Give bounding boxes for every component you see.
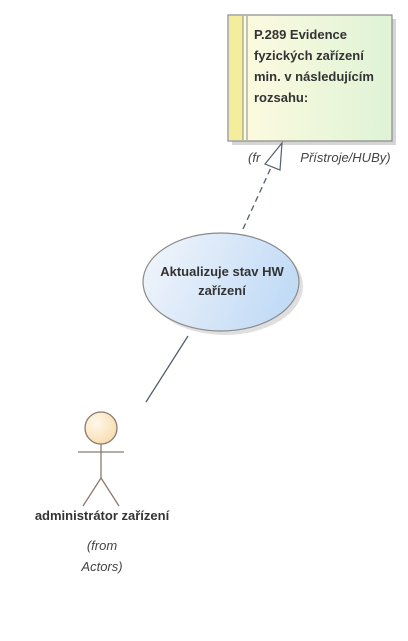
actor-from-line-2: Actors) bbox=[81, 559, 123, 574]
actor-figure[interactable] bbox=[78, 411, 124, 507]
association-connector[interactable] bbox=[145, 335, 189, 403]
requirement-element[interactable] bbox=[227, 14, 396, 145]
actor-from-line-1: (from bbox=[86, 538, 118, 553]
use-case-ellipse[interactable] bbox=[142, 232, 300, 332]
realization-arrowhead bbox=[264, 141, 283, 171]
requirement-from-prefix: (fr bbox=[248, 150, 261, 165]
actor-head bbox=[84, 411, 118, 445]
use-case-element[interactable] bbox=[142, 232, 303, 335]
realization-connector[interactable] bbox=[242, 160, 275, 230]
requirement-from-suffix: Přístroje/HUBy) bbox=[300, 150, 391, 165]
actor-right-leg bbox=[100, 477, 120, 507]
requirement-stripe bbox=[229, 16, 243, 140]
actor-label: administrátor zařízení bbox=[34, 508, 170, 523]
actor-left-leg bbox=[82, 477, 102, 507]
actor-from-label: (from Actors) bbox=[52, 535, 152, 577]
use-case-label: Aktualizuje stav HW zařízení bbox=[160, 264, 284, 298]
requirement-from-label: (fr Přístroje/HUBy) bbox=[248, 150, 391, 165]
requirement-label: P.289 Evidence fyzických zařízení min. v… bbox=[254, 27, 374, 105]
requirement-box[interactable] bbox=[227, 14, 393, 142]
